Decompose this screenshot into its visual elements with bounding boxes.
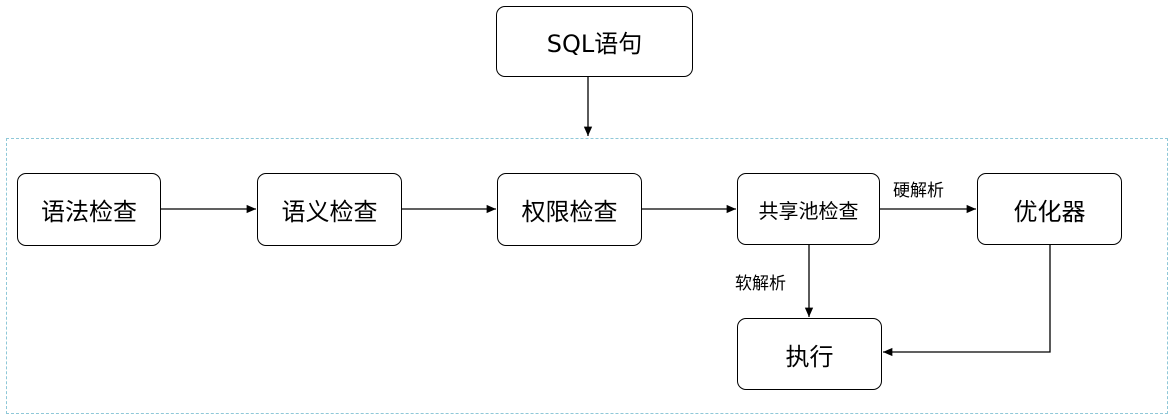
soft-parse-label: 软解析 — [735, 274, 786, 294]
execute-label: 执行 — [785, 342, 834, 371]
shared-pool-check-label: 共享池检查 — [758, 198, 859, 223]
shared-pool-check-node: 共享池检查 — [737, 173, 880, 245]
optimizer-node: 优化器 — [977, 173, 1122, 245]
permission-check-node: 权限检查 — [497, 173, 642, 246]
permission-check-label: 权限检查 — [521, 198, 618, 226]
optimizer-label: 优化器 — [1013, 197, 1086, 226]
process-boundary — [6, 138, 1168, 414]
syntax-check-node: 语法检查 — [17, 173, 161, 246]
semantic-check-label: 语义检查 — [281, 198, 378, 226]
hard-parse-label: 硬解析 — [893, 181, 944, 201]
sql-statement-node: SQL语句 — [496, 6, 693, 77]
semantic-check-node: 语义检查 — [257, 173, 402, 246]
execute-node: 执行 — [737, 318, 882, 390]
sql-statement-label: SQL语句 — [546, 30, 643, 58]
edge-optimizer-to-execute — [883, 245, 1051, 357]
syntax-check-label: 语法检查 — [41, 198, 137, 226]
